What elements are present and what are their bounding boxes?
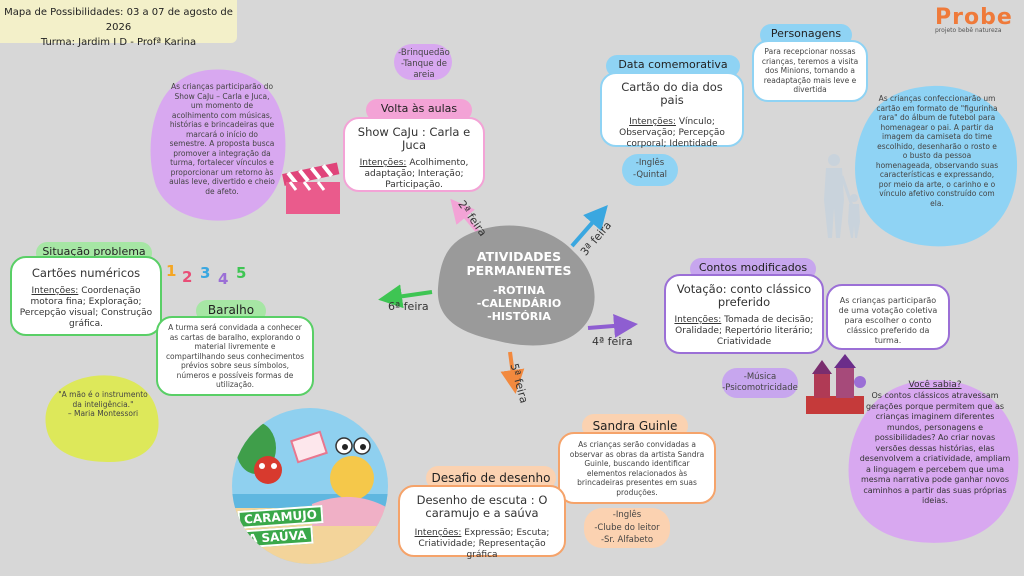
arrow-5-feira [500, 351, 525, 394]
arrow-4-feira [587, 313, 638, 338]
volta-title: Show CaJu : Carla e Juca [357, 125, 471, 152]
number-block: 2 [182, 268, 193, 286]
side-item: -Brinquedão [398, 48, 450, 58]
side-item: -Quintal [632, 170, 668, 180]
contos-side-list: -Música -Psicomotricidade [718, 372, 802, 394]
sandra-card: As crianças serão convidadas a observar … [558, 432, 716, 504]
side-item: -Inglês [612, 510, 642, 520]
figurinha-blob [855, 85, 1018, 247]
side-item: -Sr. Alfabeto [600, 535, 654, 545]
contos-description: As crianças participarão de uma votação … [838, 296, 938, 345]
voce-sabia: Você sabia? Os contos clássicos atravess… [858, 380, 1012, 507]
personagens-card: Para recepcionar nossas crianças, teremo… [752, 40, 868, 102]
sandra-side-list: -Inglês -Clube do leitor -Sr. Alfabeto [584, 509, 670, 547]
quote-author: – Maria Montessori [67, 409, 139, 418]
data-comem-side-blob [622, 154, 678, 186]
situacao-intentions: Intenções: Coordenação motora fina; Expl… [19, 286, 153, 329]
center-blob [437, 225, 595, 346]
arrow-3-feira [570, 204, 608, 248]
baralho-text: A turma será convidada a conhecer as car… [165, 323, 305, 389]
sandra-text: As crianças serão convidadas a observar … [569, 440, 705, 497]
data-comem-title: Cartão do dia dos pais [621, 80, 723, 107]
header-class: Turma: Jardim I D - Profª Karina [40, 37, 197, 48]
volta-intentions: Intenções: Acolhimento, adaptação; Inter… [359, 158, 469, 190]
number-block: 1 [166, 262, 177, 280]
quote-text: "A mão é o instrumento da inteligência." [58, 390, 148, 409]
center-title-1: ATIVIDADES [476, 249, 562, 264]
data-comem-intentions: Intenções: Vínculo; Observação; Percepçã… [619, 117, 725, 149]
data-comem-side-list: -Inglês -Quintal [620, 157, 680, 181]
desafio-card: Desenho de escuta : O caramujo e a saúva… [398, 485, 566, 560]
day-label-4-feira: 4ª feira [592, 335, 633, 348]
voce-sabia-text: Os contos clássicos atravessam gerações … [859, 391, 1011, 505]
side-item: -Música [743, 372, 777, 382]
contos-side-blob [722, 368, 798, 398]
logo: Probe projeto bebê natureza [935, 5, 1013, 34]
father-child-icon [808, 150, 868, 244]
volta-side-blob [394, 44, 452, 80]
side-item: -Inglês [635, 158, 665, 168]
desafio-intentions: Intenções: Expressão; Escuta; Criativida… [414, 528, 550, 560]
caramujo-sauva-image: CARAMUJO A SAÚVA [232, 408, 388, 564]
center-item: -CALENDÁRIO [476, 297, 562, 310]
header-title: Mapa de Possibilidades: 03 a 07 de agost… [4, 7, 233, 33]
desafio-title: Desenho de escuta : O caramujo e a saúva [416, 493, 548, 520]
volta-side-list: -Brinquedão -Tanque de areia [392, 48, 456, 81]
figurinha-text: As crianças confeccionarão um cartão em … [875, 94, 999, 208]
header-box: Mapa de Possibilidades: 03 a 07 de agost… [0, 0, 237, 48]
quote-blob [45, 375, 159, 462]
number-block: 5 [236, 264, 247, 282]
side-item: -Psicomotricidade [722, 383, 798, 393]
sandra-side-blob [584, 508, 670, 548]
day-label-6-feira: 6ª feira [388, 300, 429, 313]
arrow-2-feira [450, 198, 480, 234]
number-block: 3 [200, 264, 211, 282]
center-node: ATIVIDADES PERMANENTES -ROTINA -CALENDÁR… [444, 249, 594, 324]
clapperboard-icon [282, 160, 344, 220]
contos-title: Votação: conto clássico preferido [676, 282, 812, 309]
number-blocks: 1 2 3 4 5 [166, 262, 256, 290]
contos-intentions: Intenções: Tomada de decisão; Oralidade;… [674, 315, 814, 347]
situacao-title: Cartões numéricos [31, 266, 141, 280]
volta-description: As crianças participarão do Show CaJu – … [169, 82, 275, 196]
data-comem-card: Cartão do dia dos pais Intenções: Víncul… [600, 72, 744, 149]
volta-header: Volta às aulas [366, 99, 472, 121]
center-title-2: PERMANENTES [466, 263, 572, 278]
voce-sabia-blob [848, 380, 1019, 543]
baralho-card: A turma será convidada a conhecer as car… [156, 316, 314, 396]
castle-book-icon [800, 352, 870, 422]
center-item: -ROTINA [493, 284, 545, 297]
center-item: -HISTÓRIA [487, 310, 551, 323]
voce-sabia-title: Você sabia? [908, 380, 962, 390]
data-comem-header: Data comemorativa [606, 55, 740, 77]
quote: "A mão é o instrumento da inteligência."… [58, 390, 148, 419]
side-item: -Tanque de areia [400, 59, 447, 80]
personagens-text: Para recepcionar nossas crianças, teremo… [761, 47, 859, 94]
volta-card: Show CaJu : Carla e Juca Intenções: Acol… [343, 117, 485, 192]
number-block: 4 [218, 270, 229, 288]
situacao-card: Cartões numéricos Intenções: Coordenação… [10, 256, 162, 336]
side-item: -Clube do leitor [594, 522, 660, 533]
contos-desc-card: As crianças participarão de uma votação … [826, 284, 950, 350]
contos-card: Votação: conto clássico preferido Intenç… [664, 274, 824, 354]
volta-desc-blob [150, 69, 286, 221]
arrow-6-feira [378, 284, 433, 309]
